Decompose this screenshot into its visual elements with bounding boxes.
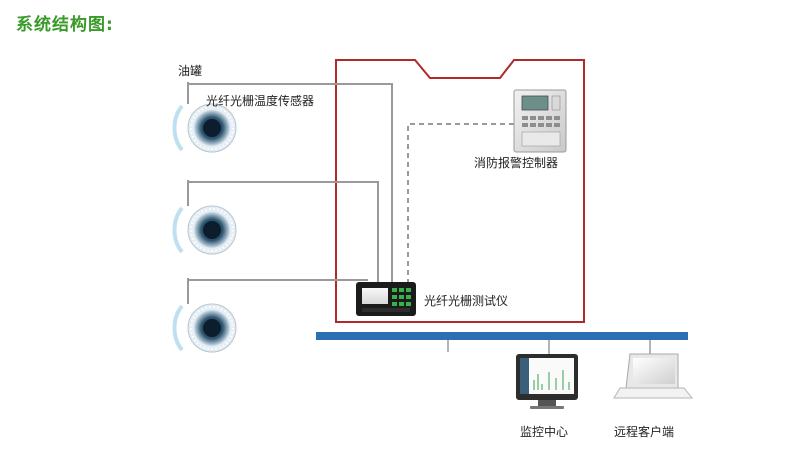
sensor-icon <box>172 303 237 353</box>
sensor-label: 光纤光栅温度传感器 <box>206 94 315 108</box>
oil-tank-label: 油罐 <box>178 64 203 78</box>
sensor-icon <box>172 205 237 255</box>
monitor-center-label: 监控中心 <box>520 425 569 439</box>
bus-drops <box>447 340 651 354</box>
sensor-icon <box>172 103 237 153</box>
enclosure-outline <box>335 59 585 323</box>
network-bus <box>316 332 688 340</box>
fiber-lines <box>187 82 393 304</box>
tester-label: 光纤光栅测试仪 <box>424 294 509 308</box>
monitor-icon <box>516 354 578 409</box>
laptop-icon <box>613 353 694 399</box>
tester-device-icon <box>356 282 416 316</box>
remote-client-label: 远程客户端 <box>614 425 675 439</box>
fire-panel-label: 消防报警控制器 <box>474 156 559 170</box>
fire-panel-icon <box>513 89 567 153</box>
page-title: 系统结构图: <box>16 15 114 35</box>
fire-panel-dashed-link <box>407 123 514 284</box>
